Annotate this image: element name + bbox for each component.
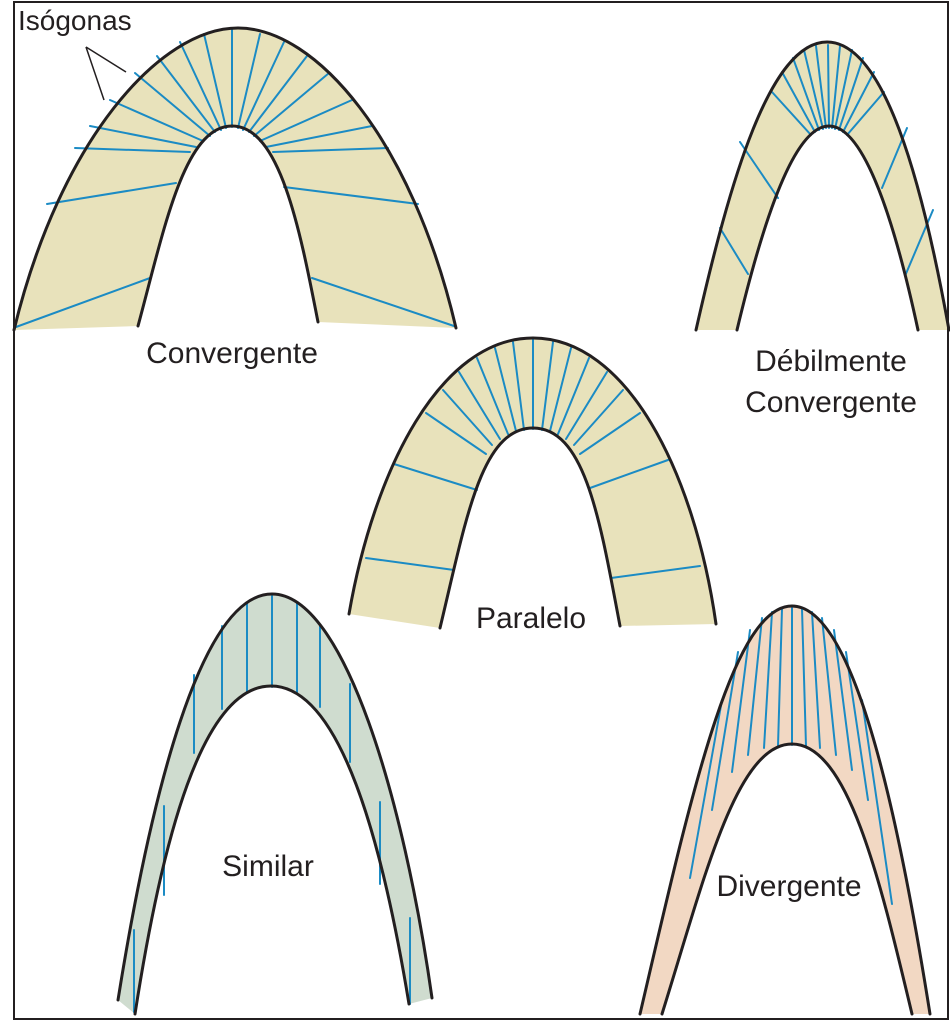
isogonas-leader-2 bbox=[86, 47, 104, 100]
isogonas-annotation: Isógonas bbox=[18, 5, 132, 100]
label-debil-line1: Débilmente bbox=[755, 345, 907, 378]
fold-debilmente-convergente: Débilmente Convergente bbox=[696, 42, 949, 419]
fold-divergente: Divergente bbox=[640, 606, 930, 1014]
fold-paralelo: Paralelo bbox=[349, 338, 716, 635]
label-debil-line2: Convergente bbox=[745, 386, 917, 419]
label-similar: Similar bbox=[222, 850, 314, 883]
label-divergente: Divergente bbox=[716, 870, 861, 903]
fold-convergente: Convergente bbox=[14, 28, 456, 370]
fold-convergente-body bbox=[14, 28, 456, 330]
fold-similar-body bbox=[118, 594, 432, 1014]
label-isogonas: Isógonas bbox=[18, 5, 132, 36]
label-paralelo: Paralelo bbox=[476, 602, 586, 635]
fold-similar: Similar bbox=[118, 594, 432, 1014]
fold-divergente-body bbox=[640, 606, 930, 1014]
isogonas-leader-1 bbox=[86, 47, 126, 72]
fold-divergente-isogons bbox=[690, 608, 892, 904]
label-convergente: Convergente bbox=[146, 337, 318, 370]
